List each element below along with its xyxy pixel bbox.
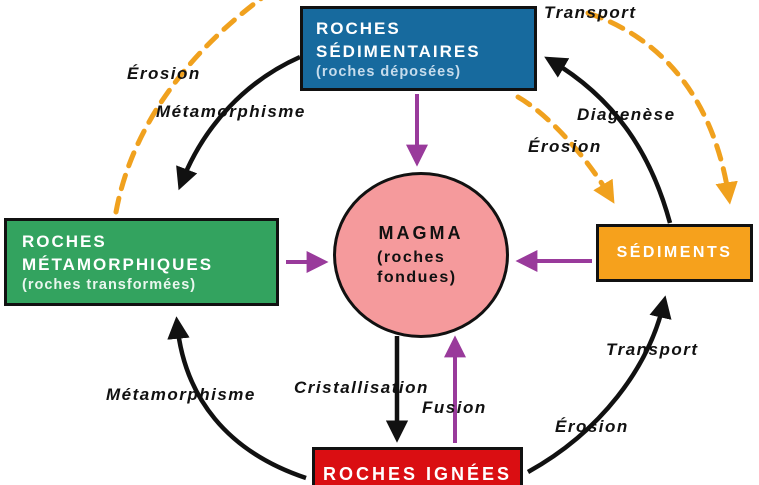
label-erosion-bottom-right: Érosion [555, 417, 629, 436]
dashed-erosion-right [515, 94, 615, 204]
sediments-title: SÉDIMENTS [616, 244, 733, 261]
magma-title: MAGMA [378, 222, 464, 243]
arrow-erosion-transport-right [526, 295, 672, 474]
node-sediments: SÉDIMENTS [596, 224, 753, 282]
label-metamorphisme-top: Métamorphisme [156, 102, 306, 121]
igneous-title: ROCHES IGNÉES [322, 464, 513, 484]
magma-subtitle-line2: fondues) [377, 268, 457, 286]
label-diagenese: Diagenèse [577, 105, 676, 124]
node-magma: MAGMA (roches fondues) [333, 172, 509, 338]
label-transport-top: Transport [544, 3, 637, 22]
sedimentary-subtitle: (roches déposées) [316, 63, 462, 80]
node-metamorphic-rocks: ROCHES MÉTAMORPHIQUES (roches transformé… [4, 218, 279, 306]
sedimentary-title-line1: ROCHES [316, 19, 401, 38]
arrow-diagenese [544, 56, 673, 224]
label-transport-right: Transport [606, 340, 699, 359]
arrow-metamorphisme-bottom [167, 316, 307, 481]
node-sedimentary-rocks: ROCHES SÉDIMENTAIRES (roches déposées) [300, 6, 537, 91]
label-fusion: Fusion [422, 398, 487, 417]
sedimentary-title-line2: SÉDIMENTAIRES [316, 41, 481, 61]
magma-subtitle-line1: (roches [377, 248, 446, 266]
metamorphic-subtitle: (roches transformées) [22, 276, 197, 293]
metamorphic-title-line1: ROCHES [22, 232, 107, 251]
label-cristallisation: Cristallisation [294, 378, 429, 397]
label-metamorphisme-bottom: Métamorphisme [106, 385, 256, 404]
dashed-transport-right [585, 10, 738, 205]
arrow-metamorphisme-top [176, 54, 301, 191]
dashed-erosion-left [113, 0, 264, 215]
metamorphic-title-line2: MÉTAMORPHIQUES [22, 254, 214, 274]
label-erosion-right: Érosion [528, 137, 602, 156]
label-erosion-top-left: Érosion [127, 64, 201, 83]
node-igneous-rocks: ROCHES IGNÉES [312, 447, 523, 485]
